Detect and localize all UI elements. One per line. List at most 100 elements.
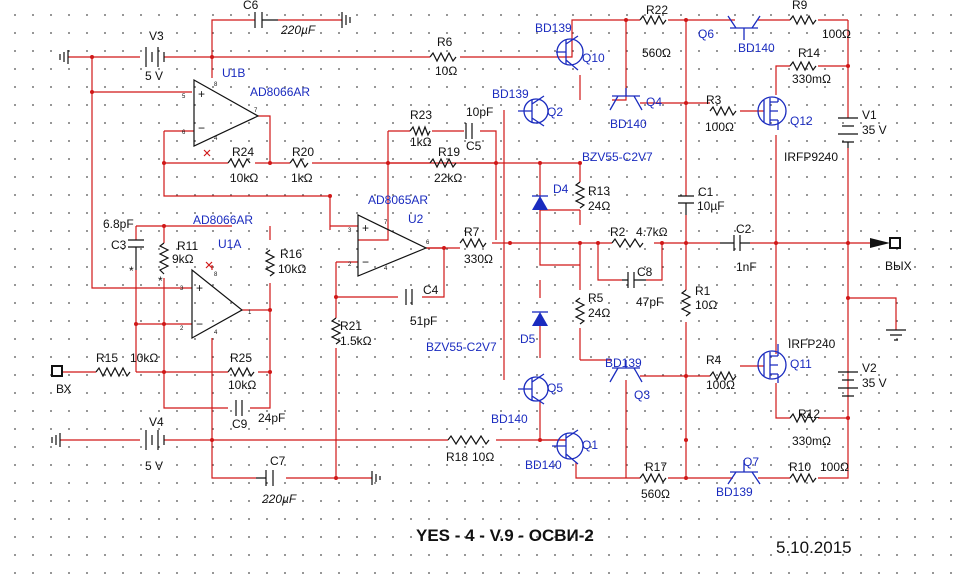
c9-symbol [235, 400, 243, 416]
label-c4v: 51pF [410, 314, 437, 328]
r1-symbol [680, 289, 692, 317]
label-v3: V3 [149, 29, 164, 43]
r21-symbol [330, 317, 342, 345]
label-r18v: 10Ω [472, 450, 494, 464]
svg-text:−: − [362, 255, 369, 269]
label-c3v: 6.8pF [103, 217, 134, 231]
svg-text:6: 6 [182, 130, 186, 136]
label-u2: U2 [408, 212, 424, 226]
label-c6: C6 [243, 0, 259, 12]
label-q7: Q7 [743, 455, 759, 469]
label-v2: V2 [862, 361, 877, 375]
label-q2: Q2 [547, 105, 563, 119]
svg-text:4: 4 [214, 136, 218, 142]
label-r11: R11 [177, 239, 198, 253]
q2-symbol [518, 95, 549, 127]
d5-symbol [532, 312, 548, 326]
label-v2v: 35 V [862, 376, 887, 390]
label-q4: Q4 [646, 95, 662, 109]
v4-symbol [145, 430, 165, 450]
svg-text:+: + [198, 87, 205, 101]
r10-symbol [789, 472, 817, 484]
r17-symbol [639, 472, 667, 484]
label-bd140a: BD140 [738, 41, 775, 55]
label-r16: R16 [280, 247, 302, 261]
q3-symbol [609, 360, 643, 383]
label-r11star: * [158, 274, 163, 288]
label-r9v: 100Ω [822, 27, 851, 41]
label-r14v: 330mΩ [792, 72, 831, 86]
label-r10v: 100Ω [820, 460, 849, 474]
r25-symbol [227, 366, 255, 378]
label-r7v: 330Ω [464, 252, 493, 266]
r11-symbol [158, 242, 170, 275]
svg-text:2: 2 [180, 326, 184, 332]
svg-text:7: 7 [254, 108, 258, 114]
r16-symbol [264, 249, 276, 277]
label-r21: R21 [340, 319, 362, 333]
label-r13v: 24Ω [588, 199, 610, 213]
q1-symbol [552, 429, 584, 465]
svg-text:5: 5 [182, 94, 186, 100]
q7-symbol [727, 460, 761, 485]
v3-symbol [145, 47, 165, 67]
svg-text:8: 8 [214, 82, 218, 88]
label-d5: D5 [520, 332, 536, 346]
r6-symbol [429, 51, 457, 63]
junctions [90, 18, 850, 480]
label-u2t: AD8065AR [368, 193, 428, 207]
label-r12v: 330mΩ [792, 434, 831, 448]
label-c3: C3 [111, 238, 127, 252]
svg-text:+: + [362, 221, 369, 235]
capacitors [128, 12, 750, 486]
label-c5: C5 [466, 139, 482, 153]
r5-symbol [574, 297, 586, 325]
label-r2: R2 [610, 225, 626, 239]
label-c9: C9 [232, 417, 248, 431]
opamps: +− +− +− 567 84 321 84 326 74 [180, 78, 430, 340]
diodes [532, 195, 548, 326]
label-q12: Q12 [790, 114, 813, 128]
c8-symbol [622, 272, 646, 288]
label-r7: R7 [464, 225, 480, 239]
label-r19v: 22kΩ [434, 171, 462, 185]
label-r20: R20 [292, 145, 314, 159]
c2-symbol [720, 235, 750, 251]
q12-symbol [757, 96, 787, 130]
label-r1v: 10Ω [695, 298, 717, 312]
label-r14: R14 [798, 46, 820, 60]
label-v3v: 5 V [145, 69, 163, 83]
label-r23: R23 [410, 108, 432, 122]
label-u1a: U1A [218, 237, 241, 251]
label-q5: Q5 [547, 381, 563, 395]
r3-symbol [709, 105, 737, 117]
label-bd140c: BD140 [491, 412, 528, 426]
r4-symbol [709, 370, 737, 382]
label-r15: R15 [96, 351, 118, 365]
label-bd139c: BD139 [605, 356, 642, 370]
label-r11v: 9kΩ [172, 252, 194, 266]
label-q3: Q3 [634, 388, 650, 402]
label-c8: C8 [637, 265, 653, 279]
label-u1at: AD8066AR [193, 213, 253, 227]
c6-symbol [254, 12, 278, 28]
sheet-titles: YES - 4 - V.9 - ОСВИ-2 5.10.2015 [416, 526, 852, 557]
label-bzv2: BZV55-C2V7 [426, 340, 497, 354]
label-c9v: 24pF [258, 411, 285, 425]
r19-symbol [429, 157, 457, 169]
label-r6: R6 [437, 35, 453, 49]
q11-symbol [757, 344, 787, 383]
label-c1v: 10µF [697, 199, 725, 213]
label-r20v: 1kΩ [291, 171, 313, 185]
label-r22: R22 [646, 3, 668, 17]
ground-v3 [59, 50, 69, 64]
label-r18: R18 [446, 450, 468, 464]
label-bd139d: BD139 [716, 485, 753, 499]
svg-text:4: 4 [384, 266, 388, 272]
q4-symbol [609, 88, 643, 111]
svg-text:6: 6 [426, 240, 430, 246]
r12-symbol [789, 412, 817, 424]
label-v1: V1 [862, 108, 877, 122]
sheet-title: YES - 4 - V.9 - ОСВИ-2 [416, 526, 594, 545]
